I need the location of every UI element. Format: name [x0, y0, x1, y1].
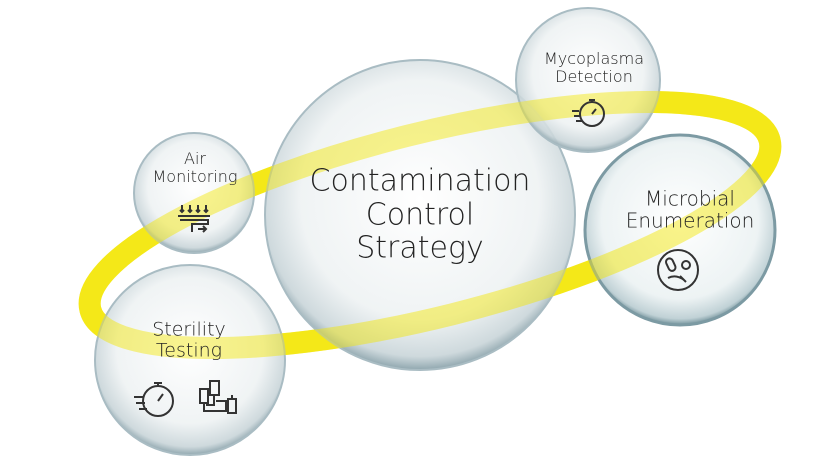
- node-line: Microbial: [645, 186, 735, 211]
- air-filter-icon: [178, 205, 210, 233]
- node-air-label: Air Monitoring: [152, 150, 237, 186]
- center-line: Control: [365, 197, 475, 233]
- node-steril-label: Sterility Testing: [152, 318, 226, 363]
- node-micro-label: Microbial Enumeration: [625, 186, 755, 233]
- microbe-petri-icon: [657, 249, 699, 291]
- center-label: Contamination Control Strategy: [310, 165, 531, 266]
- node-line: Sterility: [152, 318, 226, 341]
- bubble-center: [264, 59, 576, 371]
- bubble-micro: [583, 133, 777, 327]
- rapid-stopwatch-icon: [134, 382, 174, 417]
- node-line: Testing: [155, 340, 223, 362]
- node-myco-label: Mycoplasma Detection: [544, 50, 644, 86]
- center-line: Contamination: [309, 163, 531, 199]
- node-line: Monitoring: [152, 167, 238, 186]
- center-line: Strategy: [356, 230, 484, 266]
- bubble-myco: [515, 7, 661, 153]
- lab-equipment-icon: [199, 380, 237, 414]
- rapid-stopwatch-icon: [572, 99, 605, 127]
- node-line: Detection: [555, 67, 633, 86]
- bubble-air: [133, 132, 255, 254]
- ring-front: [78, 90, 782, 360]
- bubble-steril: [94, 264, 286, 456]
- node-line: Air: [184, 149, 206, 169]
- node-line: Mycoplasma: [544, 49, 644, 69]
- node-line: Enumeration: [625, 209, 755, 233]
